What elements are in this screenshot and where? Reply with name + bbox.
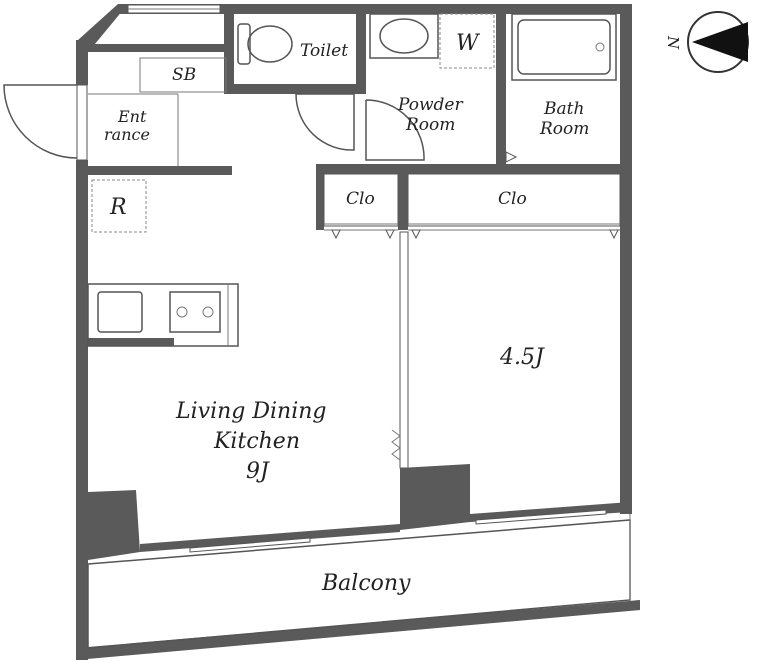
ldk-size-label: 9J (246, 459, 270, 484)
room-labels: Toilet W SB Ent rance Powder Room Bath R… (104, 31, 589, 596)
toilet-label: Toilet (300, 41, 348, 61)
exterior-walls (76, 4, 640, 660)
closets (323, 173, 621, 240)
balcony-label: Balcony (321, 571, 411, 596)
washer-area (439, 13, 495, 69)
entrance-label-1: Ent (117, 107, 147, 126)
powder-label-1: Powder (397, 95, 463, 115)
interior-walls (88, 4, 630, 560)
powder-label-2: Room (405, 115, 455, 135)
closet-left-label: Clo (346, 189, 375, 209)
fixtures (87, 13, 617, 347)
ldk-label-2: Kitchen (213, 429, 300, 454)
bath-label-2: Room (539, 119, 589, 139)
north-compass-icon: N (664, 11, 749, 73)
entrance-label-2: rance (104, 125, 150, 144)
bathtub-fixture (511, 13, 617, 81)
fridge-label: R (109, 195, 127, 220)
kitchen-counter (87, 283, 239, 347)
fridge-area (91, 179, 147, 233)
north-label: N (664, 35, 682, 50)
ldk-label-1: Living Dining (175, 399, 327, 424)
openings (3, 4, 607, 553)
washer-label: W (456, 31, 481, 56)
bedroom-size-label: 4.5J (499, 345, 545, 370)
toilet-fixture (237, 23, 293, 65)
bath-label-1: Bath (543, 99, 584, 119)
shoebox-label: SB (172, 65, 196, 85)
balcony-area (87, 514, 631, 649)
closet-right-label: Clo (498, 189, 527, 209)
basin-fixture (369, 13, 439, 59)
